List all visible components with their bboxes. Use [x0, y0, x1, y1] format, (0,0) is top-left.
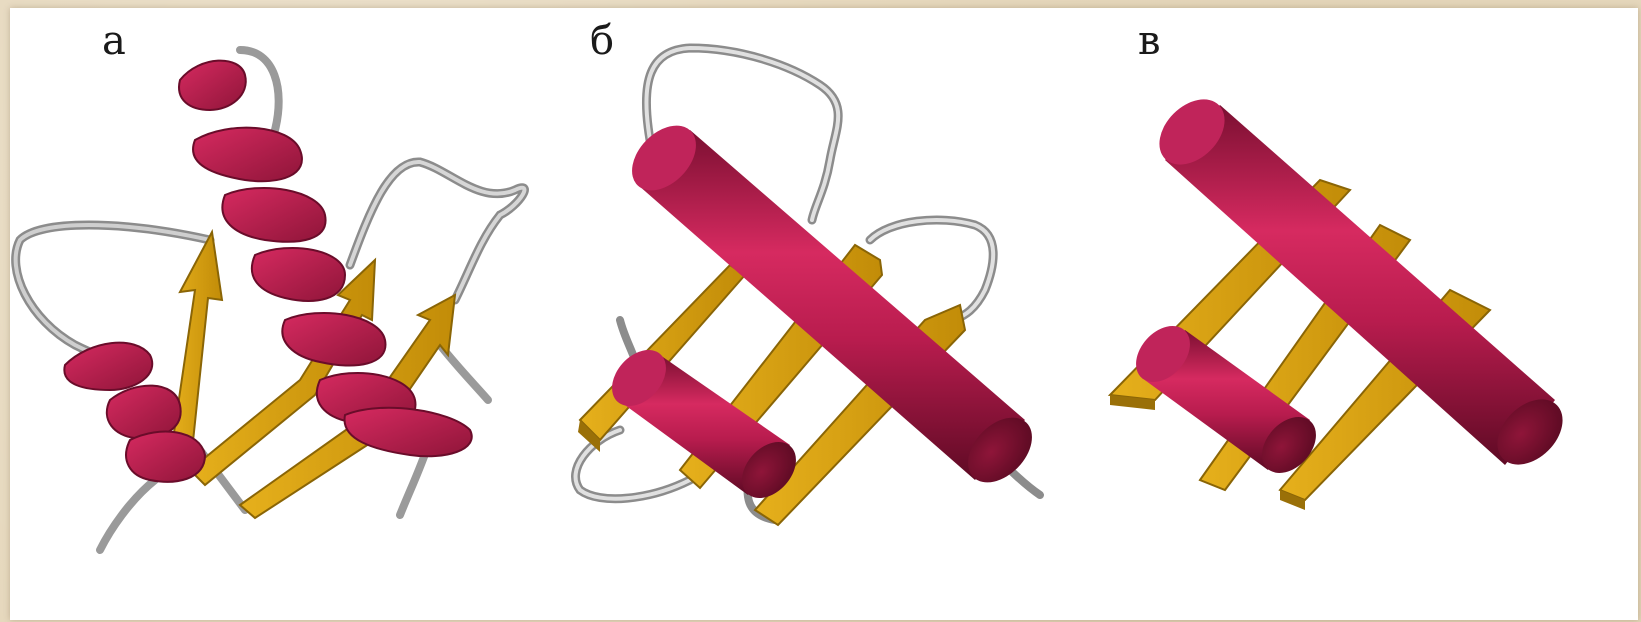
loop-a-2 — [350, 162, 524, 300]
ribbon-model-a — [16, 50, 525, 550]
loop-a-1 — [16, 225, 210, 362]
helix-a-1-turn-2 — [193, 128, 302, 182]
helix-a-1-turn-7 — [345, 408, 472, 456]
schematic-model-c — [1110, 87, 1575, 510]
helix-a-2-turn-2 — [107, 386, 181, 439]
helix-a-1-turn-3 — [222, 188, 325, 242]
loop-a-2-hi — [350, 162, 524, 300]
loop-a-1-hi — [16, 225, 210, 362]
loop-a-5 — [100, 480, 155, 550]
cylinder-model-b — [576, 48, 1045, 525]
helix-a-2-turn-3 — [126, 432, 205, 482]
helix-a-1-turn-4 — [252, 248, 345, 301]
helix-a-1-turn-5 — [282, 313, 385, 366]
loop-a-3 — [240, 50, 279, 130]
helix-a-1-turn-1 — [179, 61, 246, 110]
